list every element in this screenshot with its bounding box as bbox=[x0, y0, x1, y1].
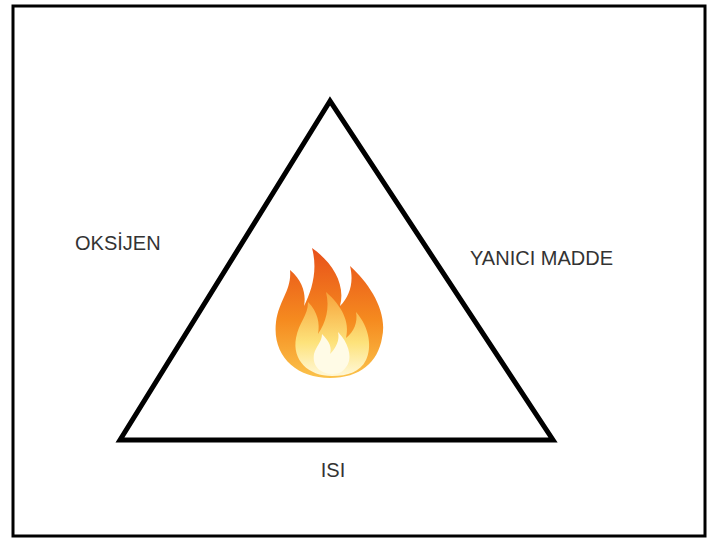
element-label: YANICI MADDE bbox=[470, 246, 613, 270]
element-label: OKSİJEN bbox=[75, 231, 161, 255]
flame-icon bbox=[276, 248, 384, 378]
flame-outer bbox=[276, 248, 384, 378]
flame-inner bbox=[295, 292, 369, 376]
element-label: ISI bbox=[321, 458, 345, 482]
triangle bbox=[120, 101, 553, 440]
flame-core bbox=[314, 332, 350, 374]
frame bbox=[13, 6, 705, 536]
